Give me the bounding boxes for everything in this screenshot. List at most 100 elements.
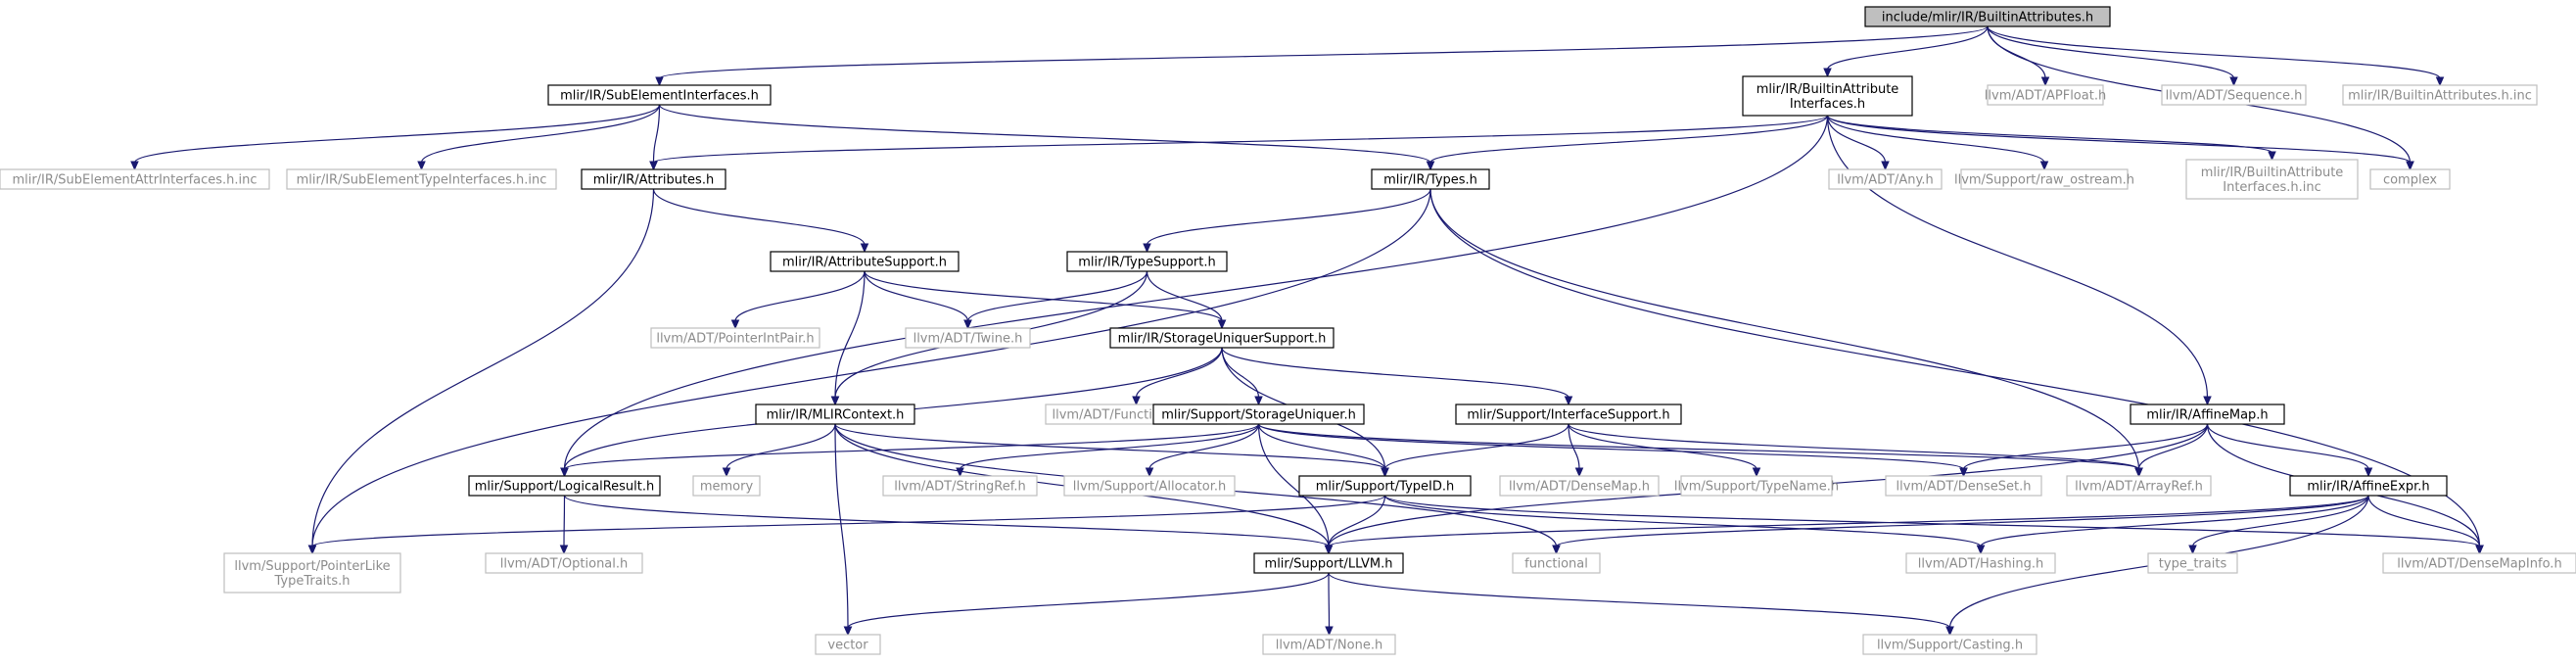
node-mlir-support-llvm-h[interactable]: mlir/Support/LLVM.h xyxy=(1253,552,1404,574)
node-label: llvm/ADT/Optional.h xyxy=(500,557,629,572)
node-label-line: include/mlir/IR/BuiltinAttributes.h xyxy=(1882,11,2093,25)
arrowhead-ifacesup-to-densemap xyxy=(1574,467,1584,478)
node-mlir-ir-affineexpr-h[interactable]: mlir/IR/AffineExpr.h xyxy=(2289,475,2448,497)
node-label: mlir/Support/InterfaceSupport.h xyxy=(1467,408,1669,423)
edge-llvmh-to-vector xyxy=(847,572,1330,629)
node-label-line: llvm/ADT/Twine.h xyxy=(913,332,1023,347)
node-label: llvm/ADT/Twine.h xyxy=(913,332,1023,347)
node-memory: memory xyxy=(692,475,761,497)
node-box xyxy=(1960,168,2129,190)
node-box xyxy=(1742,75,1913,117)
node-llvm-adt-sequence-h: llvm/ADT/Sequence.h xyxy=(2161,84,2307,106)
edge-storeuniq-to-logres xyxy=(563,423,1260,470)
node-mlir-ir-types-h[interactable]: mlir/IR/Types.h xyxy=(1371,168,1490,190)
edge-affexpr-to-hashing xyxy=(1980,495,2369,547)
edge-attrsup-to-ctx xyxy=(834,270,866,399)
edge-affexpr-to-typetraits xyxy=(2191,495,2369,547)
node-llvm-support-casting-h: llvm/Support/Casting.h xyxy=(1862,634,2037,655)
node-label-line: llvm/ADT/Hashing.h xyxy=(1918,557,2043,572)
node-llvm-adt-any-h: llvm/ADT/Any.h xyxy=(1828,168,1943,190)
node-label-line: mlir/IR/SubElementAttrInterfaces.h.inc xyxy=(12,173,257,188)
node-box xyxy=(1862,634,2037,655)
edge-ifacesup-to-arrayref xyxy=(1568,423,2140,470)
node-mlir-ir-subelementinterfaces-h[interactable]: mlir/IR/SubElementInterfaces.h xyxy=(547,84,772,106)
arrowhead-logres-to-optional xyxy=(559,545,569,555)
node-mlir-support-storageuniquer-h[interactable]: mlir/Support/StorageUniquer.h xyxy=(1152,404,1365,425)
node-label: llvm/ADT/ArrayRef.h xyxy=(2075,480,2203,495)
node-mlir-support-logicalresult-h[interactable]: mlir/Support/LogicalResult.h xyxy=(468,475,661,497)
node-box xyxy=(468,475,661,497)
node-box xyxy=(1680,475,1833,497)
edge-bai-to-any xyxy=(1826,115,1887,164)
edge-ctx-to-memory xyxy=(726,423,836,470)
arrowhead-typeid-to-hashing xyxy=(1976,545,1986,555)
node-label: memory xyxy=(700,480,754,495)
node-mlir-ir-typesupport-h[interactable]: mlir/IR/TypeSupport.h xyxy=(1066,251,1228,272)
arrowhead-affmap-to-arrayref xyxy=(2134,467,2143,478)
node-label-line: llvm/Support/TypeName.h xyxy=(1674,480,1839,495)
arrowhead-types-to-typesup xyxy=(1143,243,1151,254)
node-mlir-ir-subelementtypeinterfaces-h-inc: mlir/IR/SubElementTypeInterfaces.h.inc xyxy=(286,168,557,190)
node-label: mlir/IR/SubElementAttrInterfaces.h.inc xyxy=(12,173,257,188)
node-box xyxy=(547,84,772,106)
edge-bai-to-complex xyxy=(1826,115,2412,164)
node-box xyxy=(2369,168,2451,190)
node-llvm-adt-densemap-h: llvm/ADT/DenseMap.h xyxy=(1499,475,1660,497)
node-label: mlir/Support/LLVM.h xyxy=(1265,557,1393,572)
node-box xyxy=(2161,84,2307,106)
node-llvm-adt-apfloat-h: llvm/ADT/APFloat.h xyxy=(1985,84,2106,106)
node-label: functional xyxy=(1524,557,1588,572)
node-label-line: mlir/IR/AffineExpr.h xyxy=(2307,480,2429,495)
edge-attrsup-to-storesup xyxy=(864,270,1223,322)
edge-attrs-to-attrsup xyxy=(652,188,866,246)
node-label: mlir/IR/AffineMap.h xyxy=(2146,408,2268,423)
edge-root-to-sub xyxy=(658,25,1989,79)
node-label: mlir/IR/TypeSupport.h xyxy=(1078,256,1215,270)
node-box xyxy=(2066,475,2212,497)
arrowhead-storeuniq-to-logres xyxy=(560,467,569,478)
edge-logres-to-llvmh xyxy=(563,495,1330,547)
node-mlir-ir-attributes-h[interactable]: mlir/IR/Attributes.h xyxy=(581,168,726,190)
node-label-line: llvm/Support/PointerLike xyxy=(234,559,390,574)
edge-affmap-to-affexpr xyxy=(2206,423,2369,470)
node-box xyxy=(1455,404,1682,425)
node-box xyxy=(581,168,726,190)
node-label-line: functional xyxy=(1524,557,1588,572)
node-label-line: llvm/ADT/PointerIntPair.h xyxy=(656,332,814,347)
node-label: llvm/Support/Casting.h xyxy=(1877,639,2023,653)
node-box xyxy=(485,552,643,574)
node-label-line: llvm/Support/raw_ostream.h xyxy=(1954,173,2134,188)
node-mlir-ir-mlircontext-h[interactable]: mlir/IR/MLIRContext.h xyxy=(755,404,915,425)
node-box xyxy=(1253,552,1404,574)
node-box xyxy=(1885,475,2042,497)
node-llvm-adt-optional-h: llvm/ADT/Optional.h xyxy=(485,552,643,574)
arrowhead-bai-to-complex xyxy=(2406,161,2414,171)
node-mlir-ir-attributesupport-h[interactable]: mlir/IR/AttributeSupport.h xyxy=(770,251,960,272)
edge-types-to-arrayref xyxy=(1429,188,2140,470)
edge-bai-to-logres xyxy=(563,115,1829,470)
arrowhead-llvmh-to-casting xyxy=(1945,626,1954,637)
node-label-line: mlir/IR/MLIRContext.h xyxy=(767,408,905,423)
edge-bai-to-types xyxy=(1429,115,1829,164)
node-label-line: mlir/IR/BuiltinAttribute xyxy=(2201,166,2344,180)
node-mlir-support-interfacesupport-h[interactable]: mlir/Support/InterfaceSupport.h xyxy=(1455,404,1682,425)
node-label-line: llvm/ADT/DenseSet.h xyxy=(1897,480,2032,495)
node-mlir-support-typeid-h[interactable]: mlir/Support/TypeID.h xyxy=(1298,475,1472,497)
arrowhead-typeid-to-llvmh xyxy=(1324,545,1334,555)
node-label-line: mlir/IR/BuiltinAttributes.h.inc xyxy=(2348,89,2532,104)
node-box xyxy=(1905,552,2056,574)
edge-storeuniq-to-llvmh xyxy=(1257,423,1330,547)
node-label-line: mlir/IR/StorageUniquerSupport.h xyxy=(1118,332,1327,347)
edge-storeuniq-to-strref xyxy=(959,423,1260,470)
node-llvm-support-allocator-h: llvm/Support/Allocator.h xyxy=(1063,475,1236,497)
node-label: mlir/IR/AttributeSupport.h xyxy=(782,256,947,270)
node-mlir-ir-storageuniquersupport-h[interactable]: mlir/IR/StorageUniquerSupport.h xyxy=(1109,327,1335,349)
node-box xyxy=(1298,475,1472,497)
node-include-mlir-ir-builtinattributes-h[interactable]: include/mlir/IR/BuiltinAttributes.h xyxy=(1864,6,2111,27)
arrowhead-storesup-to-storeuniq xyxy=(1254,396,1263,406)
arrowhead-typesup-to-storesup xyxy=(1217,319,1227,330)
node-label-line: llvm/ADT/Optional.h xyxy=(500,557,629,572)
node-mlir-ir-affinemap-h[interactable]: mlir/IR/AffineMap.h xyxy=(2130,404,2285,425)
